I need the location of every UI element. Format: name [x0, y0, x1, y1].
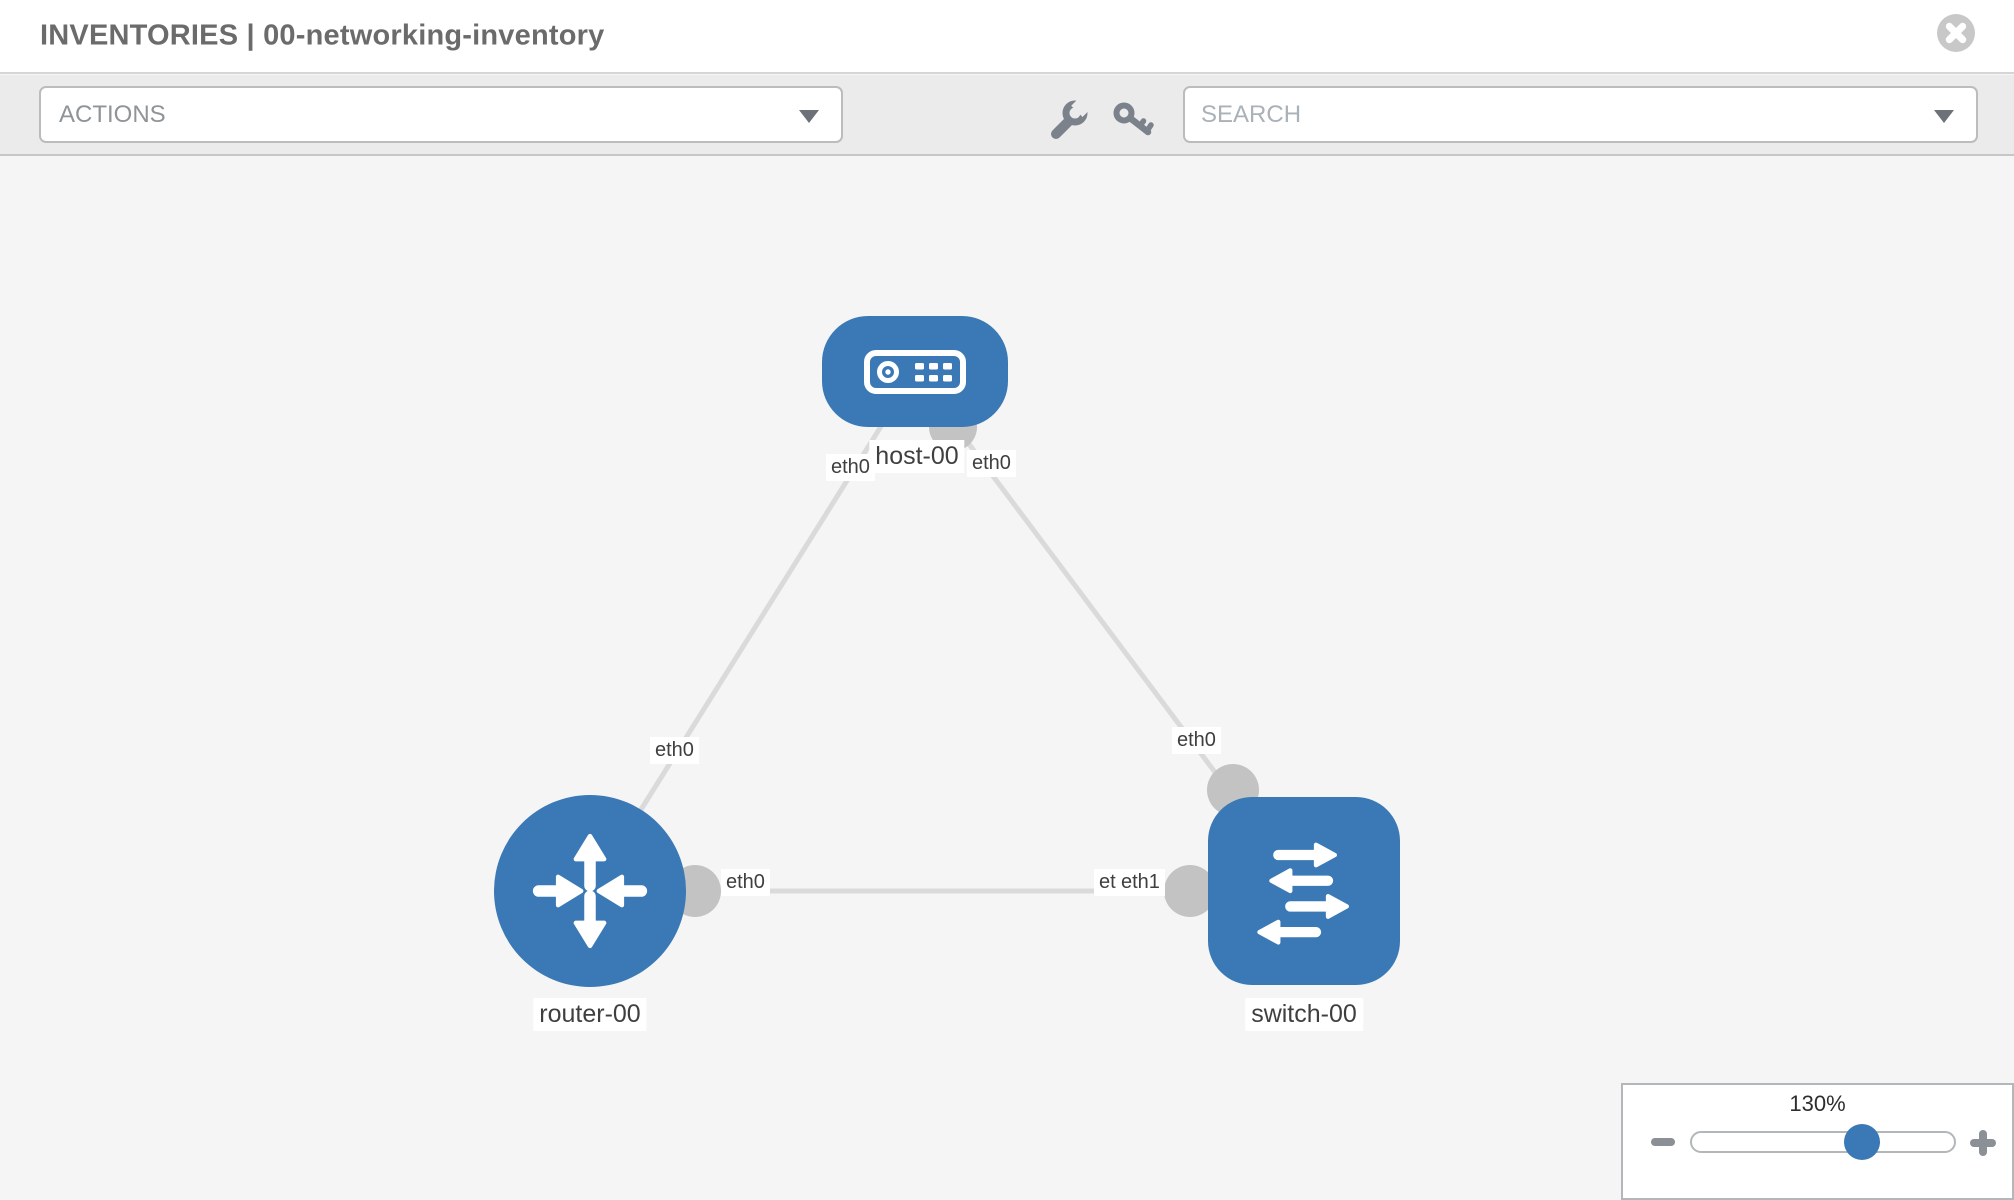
- interface-label-router-to-switch: eth0: [721, 869, 770, 896]
- header-bar: INVENTORIES | 00-networking-inventory: [0, 0, 2014, 74]
- node-label-switch: switch-00: [1245, 998, 1363, 1031]
- switch-icon: [1257, 842, 1349, 945]
- close-button[interactable]: [1937, 14, 1975, 52]
- toolbar: ACTIONS: [0, 75, 2014, 156]
- router-icon: [532, 833, 648, 949]
- search-input[interactable]: [1185, 99, 1976, 130]
- credentials-button[interactable]: [1110, 99, 1158, 152]
- page-title: INVENTORIES | 00-networking-inventory: [40, 19, 605, 52]
- node-label-host: host-00: [869, 440, 965, 473]
- topology-canvas[interactable]: [0, 156, 2014, 1200]
- host-server-icon: [864, 349, 966, 394]
- node-router-00[interactable]: [494, 795, 686, 987]
- actions-dropdown-label: ACTIONS: [59, 100, 166, 128]
- zoom-control-panel: 130%: [1621, 1083, 2014, 1200]
- plus-icon-bar: [1979, 1130, 1987, 1156]
- interface-label-switch-eth1-to-router: eth1: [1116, 869, 1165, 896]
- zoom-slider-knob[interactable]: [1844, 1124, 1880, 1160]
- zoom-in-button[interactable]: [1969, 1129, 1997, 1157]
- node-host-00[interactable]: [822, 316, 1008, 427]
- key-icon: [1113, 102, 1154, 136]
- node-switch-00[interactable]: [1208, 797, 1400, 985]
- zoom-slider-track[interactable]: [1690, 1131, 1956, 1153]
- zoom-level-value: 130%: [1789, 1091, 1846, 1116]
- chevron-down-icon: [799, 110, 819, 123]
- interface-label-host-to-switch: eth0: [967, 450, 1016, 477]
- interface-label-host-to-router: eth0: [826, 454, 875, 481]
- wrench-icon: [1051, 97, 1092, 139]
- actions-dropdown[interactable]: ACTIONS: [39, 86, 843, 143]
- search-dropdown[interactable]: [1183, 86, 1978, 143]
- node-label-router: router-00: [533, 998, 647, 1031]
- close-icon: [1945, 22, 1967, 44]
- interface-label-router-to-host: eth0: [650, 737, 699, 764]
- configure-button[interactable]: [1046, 97, 1092, 148]
- interface-label-switch-to-host: eth0: [1172, 727, 1221, 754]
- zoom-out-button[interactable]: [1651, 1138, 1675, 1146]
- chevron-down-icon: [1934, 110, 1954, 123]
